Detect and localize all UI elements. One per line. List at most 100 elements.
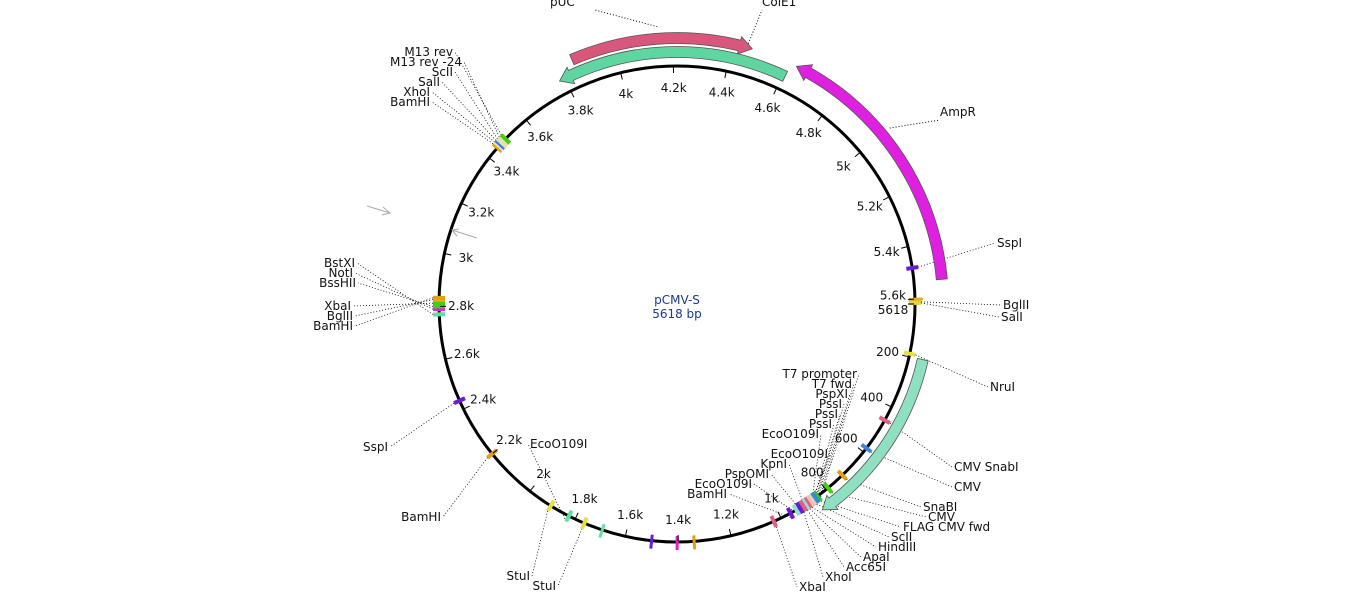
tick-label: 5.4k bbox=[874, 245, 900, 259]
site-label[interactable]: M13 rev bbox=[404, 45, 453, 59]
leader-line bbox=[594, 9, 658, 28]
site-mark bbox=[499, 133, 512, 145]
site-label[interactable]: SalI bbox=[418, 75, 440, 89]
leader-line bbox=[920, 301, 1002, 306]
site-label[interactable]: StuI bbox=[533, 579, 556, 593]
site-mark bbox=[497, 135, 510, 147]
site-label[interactable]: T7 promoter bbox=[782, 367, 858, 381]
tick-mark bbox=[724, 72, 727, 79]
orientation-arrows bbox=[366, 205, 478, 239]
site-mark bbox=[794, 501, 805, 515]
site-label[interactable]: ApaI bbox=[863, 550, 890, 564]
site-label[interactable]: BssHII bbox=[319, 276, 356, 290]
site-label[interactable]: XhoI bbox=[825, 570, 852, 584]
tick-label: 4.4k bbox=[709, 86, 735, 100]
site-label[interactable]: XbaI bbox=[324, 299, 351, 313]
tick-label: 5618 bbox=[878, 303, 909, 317]
site-mark bbox=[545, 499, 556, 512]
feature-puc-arrow[interactable] bbox=[569, 32, 753, 66]
feature-cmv-arrow[interactable] bbox=[821, 357, 929, 511]
tick-label: 1.8k bbox=[572, 492, 598, 506]
leader-line bbox=[557, 528, 583, 587]
feature-label[interactable]: pUC bbox=[550, 0, 575, 9]
site-mark bbox=[433, 312, 446, 317]
site-label[interactable]: SnaBI bbox=[923, 500, 957, 514]
site-label[interactable]: SspI bbox=[997, 236, 1022, 250]
site-label[interactable]: PspOMI bbox=[725, 467, 769, 481]
leader-line bbox=[431, 101, 494, 145]
site-label[interactable]: Acc65I bbox=[846, 560, 886, 574]
site-label[interactable]: HindIII bbox=[878, 540, 916, 554]
tick-label: 1.6k bbox=[617, 508, 643, 522]
leader-line bbox=[442, 457, 488, 518]
site-label[interactable]: SspI bbox=[363, 440, 388, 454]
site-label[interactable]: BamHI bbox=[313, 319, 353, 333]
site-label[interactable]: PssI bbox=[809, 417, 832, 431]
site-label[interactable]: BamHI bbox=[687, 487, 727, 501]
tick-label: 3.6k bbox=[527, 130, 553, 144]
tick-mark bbox=[530, 485, 535, 491]
site-label[interactable]: XbaI bbox=[799, 580, 826, 594]
site-label[interactable]: CMV bbox=[954, 480, 982, 494]
site-label[interactable]: StuI bbox=[507, 569, 530, 583]
site-label[interactable]: BglII bbox=[327, 309, 353, 323]
site-label[interactable]: PssI bbox=[819, 397, 842, 411]
site-label[interactable]: CMV bbox=[928, 510, 956, 524]
leader-line bbox=[889, 119, 941, 129]
tick-mark bbox=[620, 73, 623, 80]
site-label[interactable]: BglII bbox=[1003, 298, 1029, 312]
site-label[interactable]: EcoO109I bbox=[762, 427, 819, 441]
tick-label: 3.4k bbox=[493, 164, 519, 178]
site-label[interactable]: PssI bbox=[815, 407, 838, 421]
site-mark bbox=[493, 140, 505, 152]
tick-mark bbox=[857, 447, 863, 452]
tick-mark bbox=[902, 354, 909, 358]
site-mark bbox=[769, 515, 779, 528]
site-label[interactable]: CMV SnabI bbox=[954, 460, 1019, 474]
feature-label[interactable]: ColE1 bbox=[762, 0, 796, 9]
site-mark bbox=[836, 469, 848, 481]
tick-label: 3k bbox=[459, 251, 474, 265]
tick-label: 3.2k bbox=[468, 206, 494, 220]
site-label[interactable]: PspXI bbox=[815, 387, 848, 401]
site-label[interactable]: ScII bbox=[891, 530, 912, 544]
site-label[interactable]: BamHI bbox=[401, 510, 441, 524]
site-label[interactable]: BstXI bbox=[324, 256, 355, 270]
site-mark bbox=[802, 496, 813, 510]
feature-label[interactable]: AmpR bbox=[940, 105, 976, 119]
arrow-right-icon bbox=[366, 205, 392, 216]
site-label[interactable]: XhoI bbox=[403, 85, 430, 99]
site-label[interactable]: FLAG CMV fwd bbox=[903, 520, 990, 534]
leader-line bbox=[753, 483, 800, 516]
site-label[interactable]: BamHI bbox=[390, 95, 430, 109]
site-label[interactable]: ScII bbox=[432, 65, 453, 79]
leader-line bbox=[816, 503, 890, 538]
site-mark bbox=[878, 415, 891, 425]
site-label[interactable]: NruI bbox=[990, 380, 1015, 394]
leader-line bbox=[728, 493, 794, 519]
site-label[interactable]: NotI bbox=[328, 266, 353, 280]
tick-label: 2.2k bbox=[496, 433, 522, 447]
tick-label: 2.4k bbox=[470, 392, 496, 406]
site-label[interactable]: T7 fwd bbox=[811, 377, 852, 391]
site-mark bbox=[580, 516, 589, 530]
site-label[interactable]: EcoO109I bbox=[771, 447, 828, 461]
site-label[interactable]: KpnI bbox=[760, 457, 787, 471]
leader-line bbox=[356, 262, 434, 315]
feature-cole1-arrow[interactable] bbox=[558, 46, 789, 85]
leader-line bbox=[454, 71, 498, 140]
tick-label: 2.8k bbox=[448, 299, 474, 313]
leader-line bbox=[807, 509, 845, 568]
site-label[interactable]: M13 rev -24 bbox=[390, 55, 462, 69]
tick-label: 1k bbox=[764, 491, 779, 505]
site-label[interactable]: EcoO109I bbox=[695, 477, 752, 491]
leader-line bbox=[775, 526, 798, 588]
leader-line bbox=[846, 479, 922, 508]
site-label[interactable]: EcoO109I bbox=[530, 437, 587, 451]
site-label[interactable]: SalI bbox=[1001, 310, 1023, 324]
tick-mark bbox=[445, 253, 452, 256]
site-mark bbox=[822, 482, 834, 494]
feature-ampr-arrow[interactable] bbox=[795, 64, 948, 281]
tick-label: 2k bbox=[536, 467, 551, 481]
